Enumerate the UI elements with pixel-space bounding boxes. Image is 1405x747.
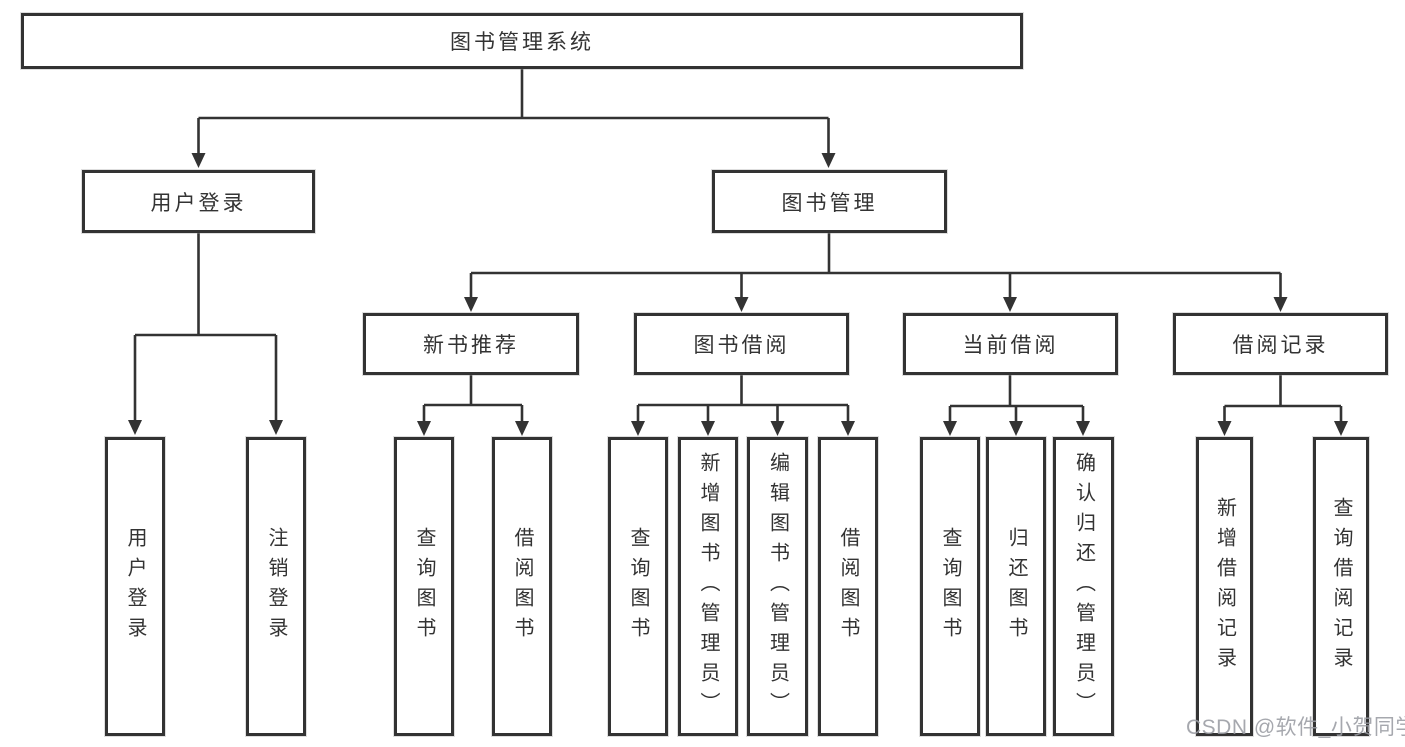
leaf-add-book-admin: 新增图书（管理员） (678, 437, 738, 736)
leaf-confirm-return-admin: 确认归还（管理员） (1053, 437, 1114, 736)
node-new-book-recommend: 新书推荐 (363, 313, 579, 375)
node-borrow-records: 借阅记录 (1173, 313, 1388, 375)
leaf-logout: 注销登录 (246, 437, 306, 736)
leaf-borrow-book-recommend: 借阅图书 (492, 437, 552, 736)
leaf-add-borrow-record: 新增借阅记录 (1196, 437, 1253, 736)
leaf-query-borrow-record: 查询借阅记录 (1313, 437, 1369, 736)
csdn-watermark: CSDN @软件_小贺同学 (1186, 716, 1405, 739)
leaf-query-book-current: 查询图书 (920, 437, 980, 736)
leaf-query-book-recommend: 查询图书 (394, 437, 454, 736)
node-current-borrow: 当前借阅 (903, 313, 1118, 375)
leaf-user-login: 用户登录 (105, 437, 165, 736)
node-book-borrow: 图书借阅 (634, 313, 849, 375)
leaf-borrow-book: 借阅图书 (818, 437, 878, 736)
leaf-edit-book-admin: 编辑图书（管理员） (747, 437, 808, 736)
node-book-management: 图书管理 (712, 170, 947, 233)
node-root-library-system: 图书管理系统 (21, 13, 1023, 69)
leaf-query-book-borrow: 查询图书 (608, 437, 668, 736)
leaf-return-book: 归还图书 (986, 437, 1046, 736)
node-user-login: 用户登录 (82, 170, 315, 233)
